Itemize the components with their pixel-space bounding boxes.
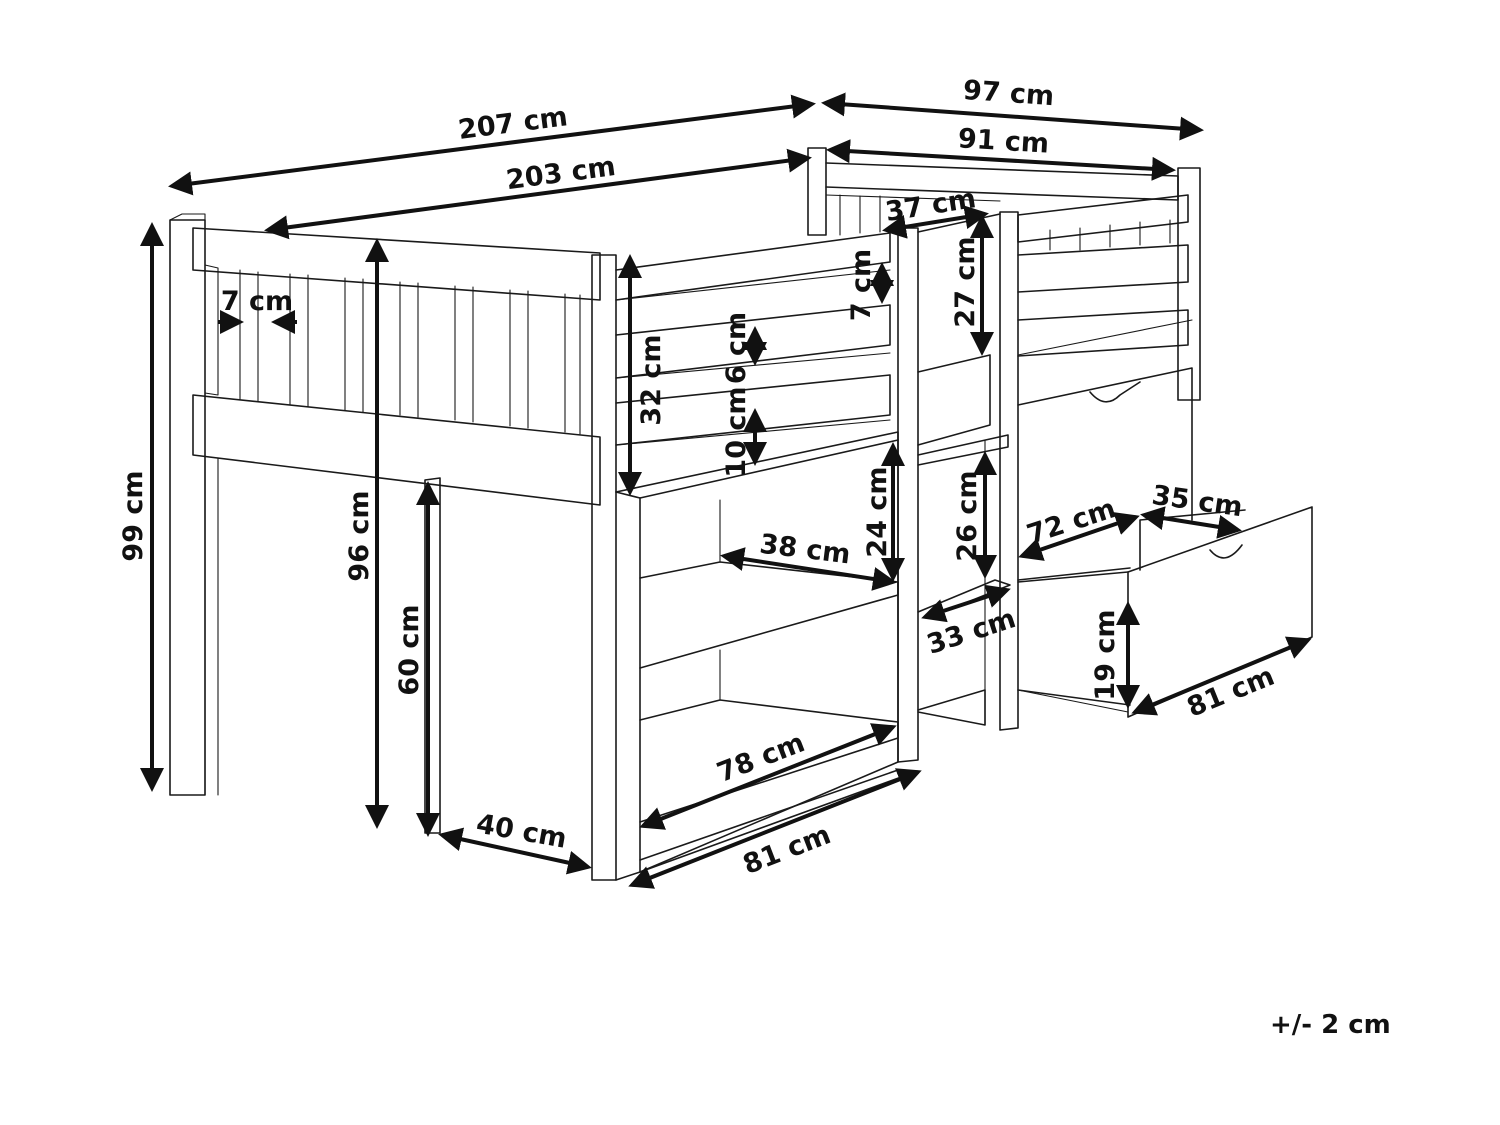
top-drawer-handle — [1089, 381, 1141, 403]
arrow-drawer-width — [1140, 506, 1242, 539]
left-front-post — [169, 219, 206, 796]
arrow-shelf-unit-depth — [628, 768, 922, 889]
front-corner-post — [591, 254, 617, 881]
ladder-step-upper — [917, 354, 991, 446]
dimension-labels: 207 cm 97 cm 203 cm 91 cm 37 cm 27 cm 7 … — [118, 75, 1279, 881]
right-end-rail-top — [1017, 194, 1189, 243]
shelf-unit-frame — [615, 431, 899, 881]
bed-drawing — [169, 147, 1313, 881]
arrow-inner-depth — [826, 139, 1176, 181]
label-drawer-inner-length: 72 cm — [1023, 493, 1119, 551]
label-shelf-unit-depth: 81 cm — [739, 819, 835, 881]
label-shelf-height: 24 cm — [862, 466, 893, 557]
label-rail-gap-top: 7 cm — [846, 249, 877, 321]
arrow-overall-depth — [821, 92, 1204, 141]
drawer-cabinet — [1017, 367, 1193, 521]
arrow-inner-length — [264, 148, 812, 240]
label-rail-gap-mid: 6 cm — [721, 312, 752, 384]
label-frame-height: 96 cm — [344, 490, 375, 581]
arrow-drawer-length — [1131, 636, 1312, 716]
far-right-post — [1177, 167, 1201, 401]
label-drawer-height: 19 cm — [1090, 609, 1121, 700]
arrow-drawer-inner-length — [1018, 512, 1140, 561]
ladder-post-right — [999, 211, 1019, 731]
arrow-cabinet-shelf-depth — [921, 584, 1011, 623]
label-underbed-clearance: 60 cm — [394, 604, 425, 695]
back-right-post — [807, 147, 827, 236]
cabinet-base — [917, 689, 986, 726]
arrow-ladder-width — [882, 205, 989, 239]
label-overall-depth: 97 cm — [962, 75, 1055, 112]
drawer-opening — [1017, 567, 1131, 706]
slats — [204, 264, 581, 435]
tolerance-note: +/- 2 cm — [1270, 1010, 1391, 1040]
front-bottom-rail — [192, 394, 601, 506]
label-leg-depth: 40 cm — [474, 808, 569, 854]
label-slat-gap: 7 cm — [221, 286, 293, 317]
dimension-arrows — [140, 92, 1312, 889]
right-end-rail-3 — [1017, 309, 1189, 357]
right-end-rail-2 — [1017, 244, 1189, 293]
label-total-height: 99 cm — [118, 470, 149, 561]
label-ladder-height: 27 cm — [950, 236, 981, 327]
label-cabinet-height: 26 cm — [952, 470, 983, 561]
guard-rail-top — [615, 232, 891, 301]
arrow-leg-depth — [438, 827, 592, 875]
ladder-post-left — [897, 227, 919, 763]
label-rail-board: 10 cm — [721, 386, 752, 477]
front-top-rail — [192, 227, 601, 301]
label-rail-height: 32 cm — [636, 334, 667, 425]
arrow-shelf-width — [720, 547, 897, 591]
drawer-handle — [1209, 544, 1243, 559]
label-inner-depth: 91 cm — [957, 123, 1050, 159]
ladder-step-mid — [917, 434, 1009, 466]
